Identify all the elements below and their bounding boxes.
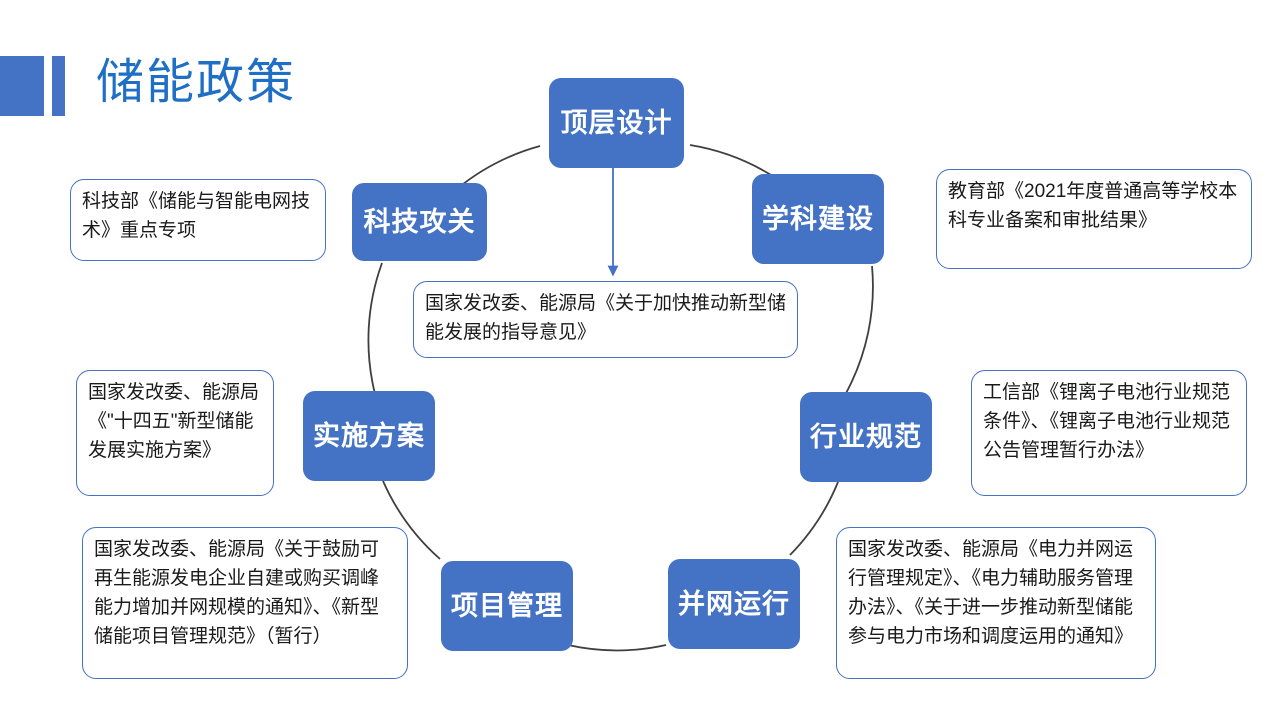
note-project-management: 国家发改委、能源局《关于鼓励可再生能源发电企业自建或购买调峰能力增加并网规模的通… (82, 527, 408, 679)
note-text: 国家发改委、能源局《关于鼓励可再生能源发电企业自建或购买调峰能力增加并网规模的通… (94, 539, 380, 647)
node-technology-research[interactable]: 科技攻关 (352, 183, 487, 261)
note-text: 国家发改委、能源局《"十四五"新型储能发展实施方案》 (88, 382, 260, 461)
node-label: 科技攻关 (363, 207, 476, 237)
note-text: 国家发改委、能源局《电力并网运行管理规定》、《电力辅助服务管理办法》、《关于进一… (848, 539, 1134, 647)
node-label: 实施方案 (313, 421, 425, 451)
title-accent-bar-small (52, 56, 65, 116)
node-implementation-plan[interactable]: 实施方案 (303, 391, 435, 481)
node-discipline-construction[interactable]: 学科建设 (752, 174, 884, 264)
arc-standards-to-grid (789, 481, 839, 556)
page-title: 储能政策 (96, 56, 297, 109)
note-center-top-level-design: 国家发改委、能源局《关于加快推动新型储能发展的指导意见》 (413, 281, 798, 358)
node-industry-standards[interactable]: 行业规范 (800, 392, 932, 482)
arc-project-to-implementation (382, 480, 441, 560)
note-technology-research: 科技部《储能与智能电网技术》重点专项 (70, 179, 326, 261)
node-label: 学科建设 (762, 204, 874, 234)
note-text: 教育部《2021年度普通高等学校本科专业备案和审批结果》 (948, 181, 1238, 231)
note-text: 工信部《锂离子电池行业规范条件》、《锂离子电池行业规范公告管理暂行办法》 (983, 382, 1231, 461)
node-grid-connected-operation[interactable]: 并网运行 (668, 559, 800, 649)
node-label: 行业规范 (810, 422, 922, 452)
note-grid-connected-operation: 国家发改委、能源局《电力并网运行管理规定》、《电力辅助服务管理办法》、《关于进一… (836, 527, 1156, 679)
title-accent-bar-large (0, 56, 44, 116)
arc-grid-to-project (567, 644, 667, 652)
node-label: 并网运行 (678, 589, 790, 619)
note-industry-standards: 工信部《锂离子电池行业规范条件》、《锂离子电池行业规范公告管理暂行办法》 (971, 370, 1247, 496)
node-project-management[interactable]: 项目管理 (441, 561, 573, 651)
node-label: 项目管理 (451, 591, 563, 621)
note-implementation-plan: 国家发改委、能源局《"十四五"新型储能发展实施方案》 (76, 370, 274, 496)
node-top-level-design[interactable]: 顶层设计 (549, 78, 684, 168)
node-label: 顶层设计 (560, 108, 673, 138)
note-text: 科技部《储能与智能电网技术》重点专项 (82, 191, 311, 241)
arc-discipline-to-standards (844, 265, 874, 396)
arc-technology-to-design (457, 145, 541, 189)
note-text: 国家发改委、能源局《关于加快推动新型储能发展的指导意见》 (425, 293, 787, 343)
arc-implementation-to-technology (367, 262, 383, 395)
note-discipline-construction: 教育部《2021年度普通高等学校本科专业备案和审批结果》 (936, 169, 1252, 269)
